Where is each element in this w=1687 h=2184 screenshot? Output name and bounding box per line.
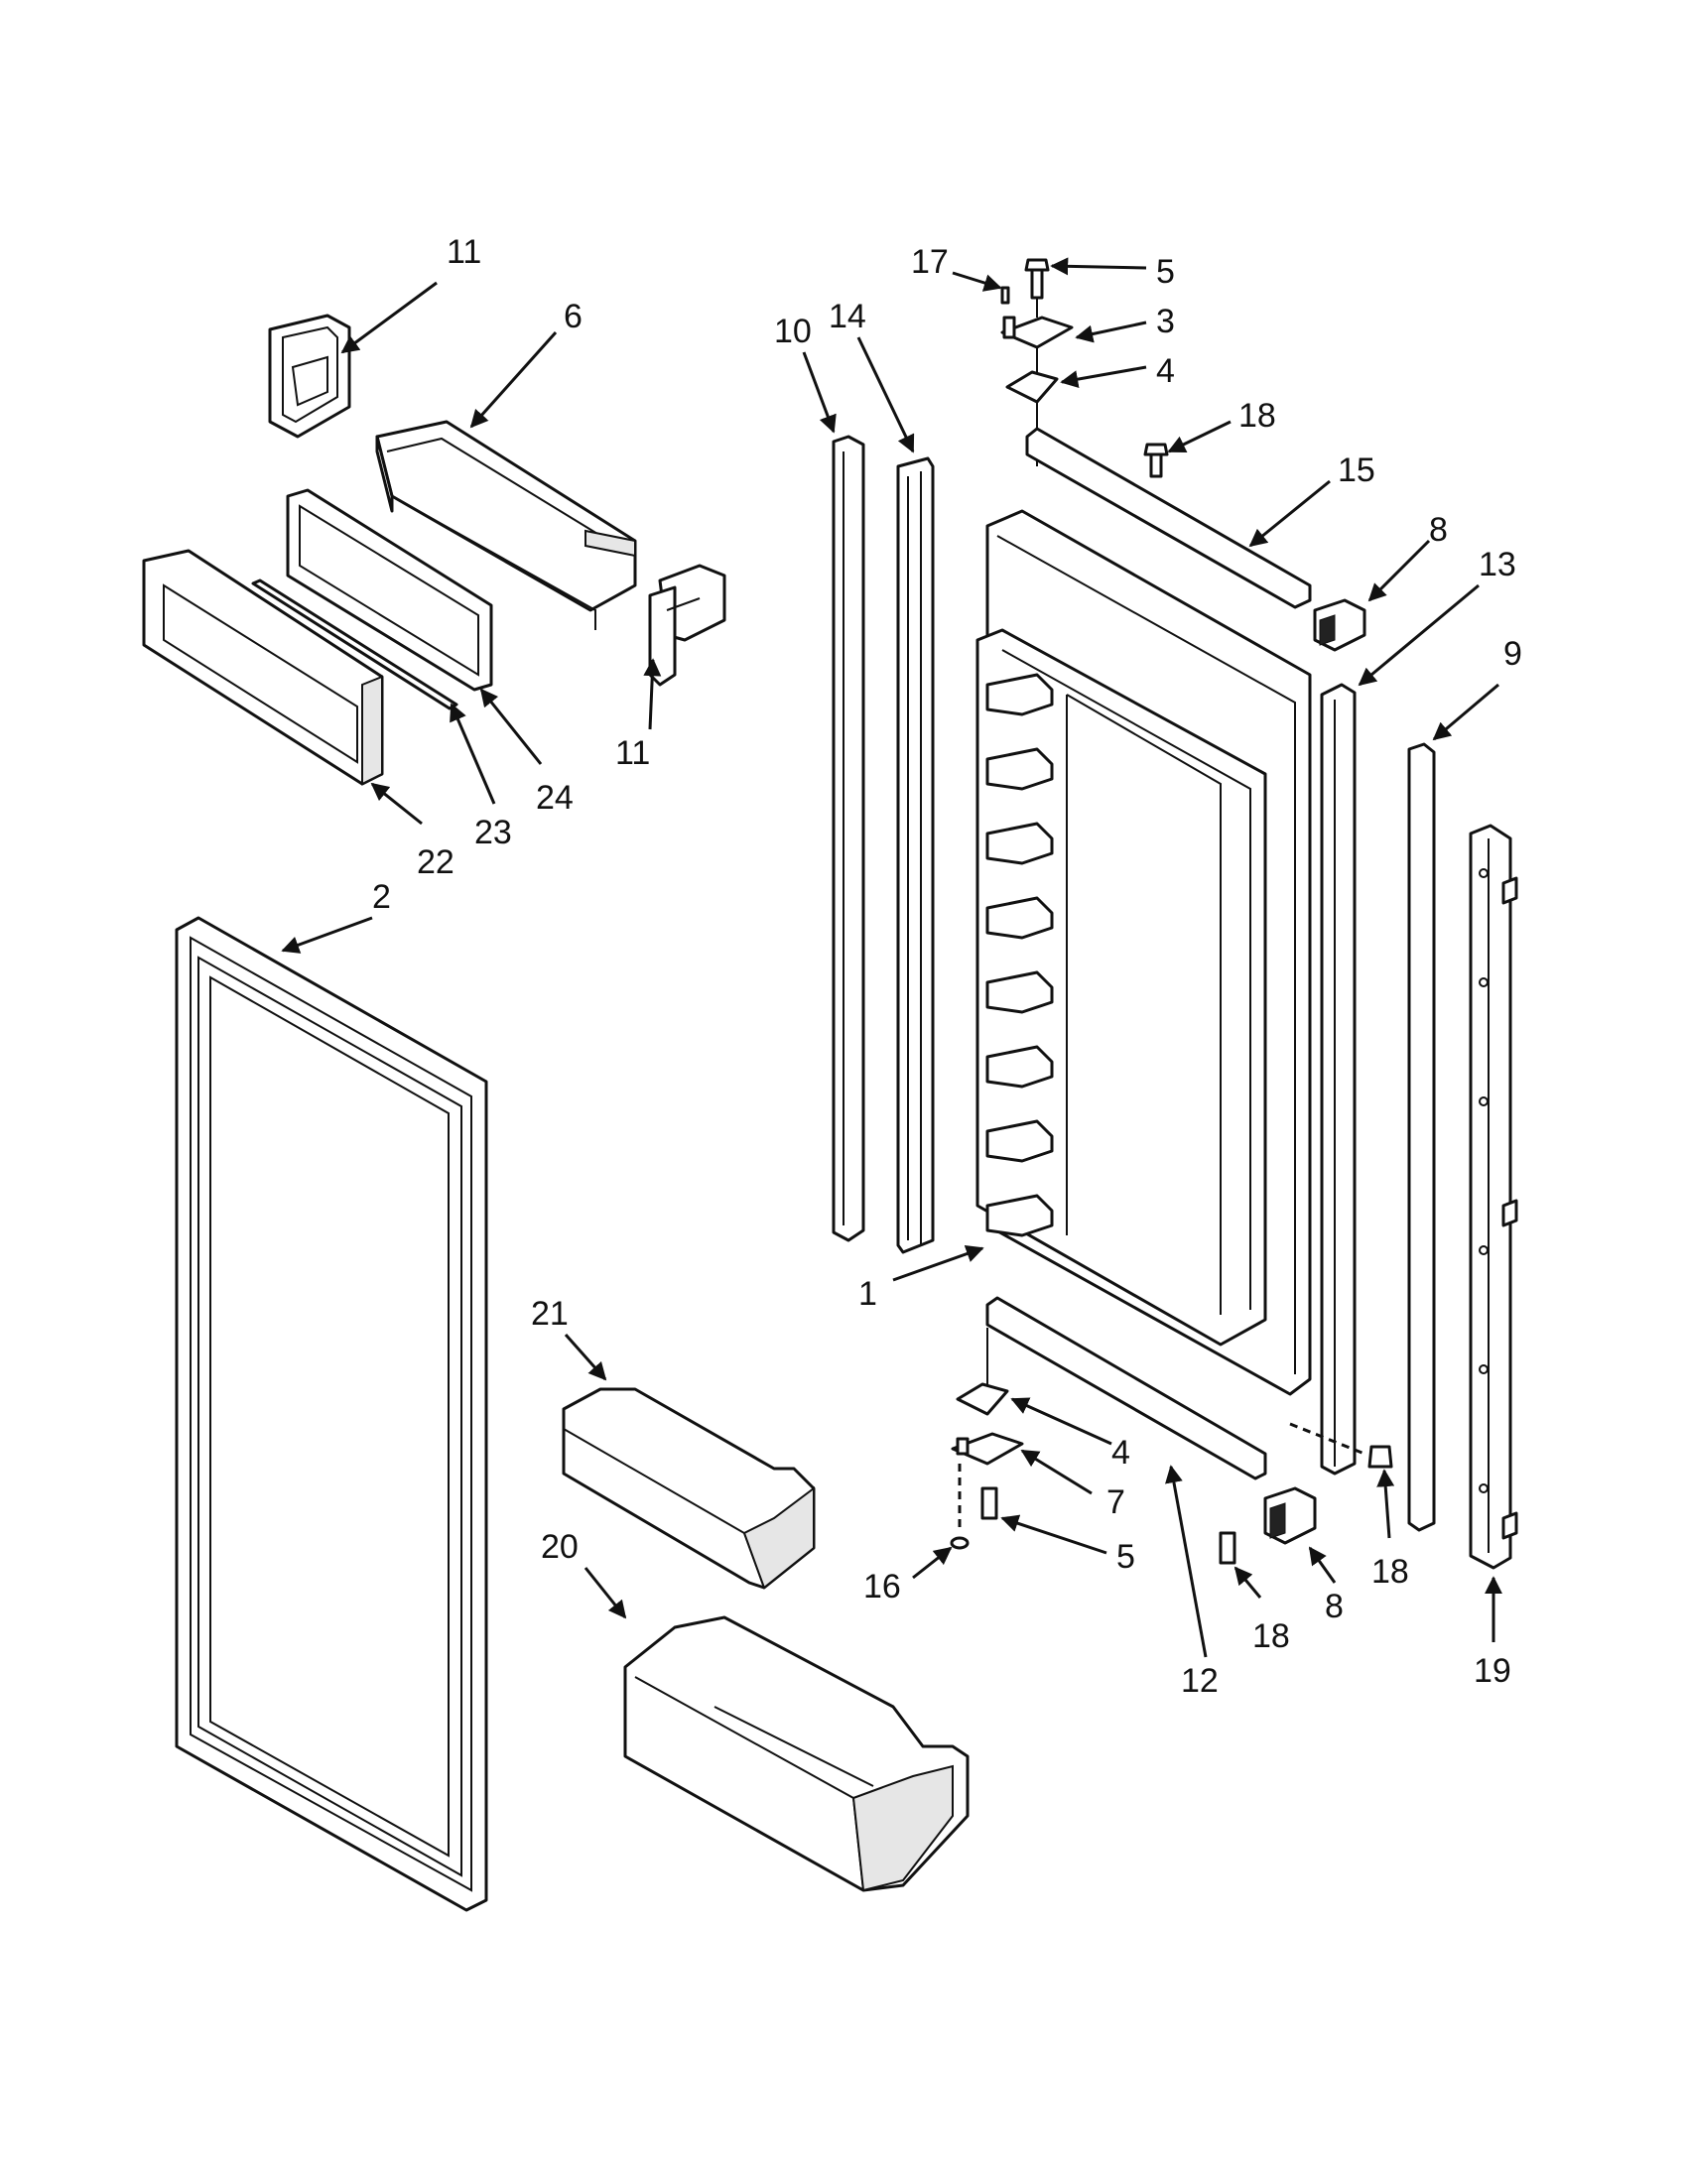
part-20-door-bin-large xyxy=(623,1615,970,1892)
callout-15: 15 xyxy=(1338,451,1375,489)
part-1-door-liner xyxy=(975,509,1312,1396)
part-5-screw-lower xyxy=(980,1486,998,1520)
callout-1: 1 xyxy=(858,1275,877,1313)
callout-5-upper: 5 xyxy=(1156,253,1175,291)
part-9-trim-strip xyxy=(1407,742,1436,1532)
part-21-door-bin-small xyxy=(562,1387,816,1590)
callout-22: 22 xyxy=(417,843,454,881)
part-17-pin xyxy=(1000,286,1010,305)
callout-19: 19 xyxy=(1474,1652,1511,1690)
callout-11-lower: 11 xyxy=(615,734,650,772)
part-2-door-gasket xyxy=(175,916,488,1912)
leader-lines xyxy=(281,257,1502,1658)
callout-21: 21 xyxy=(531,1295,569,1333)
callout-10: 10 xyxy=(774,313,812,350)
part-11-upper-bracket xyxy=(268,314,351,439)
callout-4-lower: 4 xyxy=(1111,1434,1130,1472)
callout-14: 14 xyxy=(829,298,866,335)
part-11-lower-bracket xyxy=(648,564,726,687)
callout-20: 20 xyxy=(541,1528,579,1566)
callout-16: 16 xyxy=(863,1568,901,1606)
callout-18-upper: 18 xyxy=(1238,397,1276,435)
callout-18-side: 18 xyxy=(1371,1553,1409,1591)
callout-4-upper: 4 xyxy=(1156,352,1175,390)
callout-17: 17 xyxy=(911,243,949,281)
part-22-drawer-front xyxy=(142,549,384,786)
callout-8-upper: 8 xyxy=(1429,511,1448,549)
part-18-screw-upper xyxy=(1143,443,1169,478)
callout-6: 6 xyxy=(564,298,583,335)
callout-9: 9 xyxy=(1503,635,1522,673)
callout-12: 12 xyxy=(1181,1662,1219,1700)
part-8-hinge-cover-upper xyxy=(1313,598,1366,652)
part-10-trim-strip xyxy=(832,435,865,1242)
part-3-hinge-plate xyxy=(1000,316,1074,349)
callout-3: 3 xyxy=(1156,303,1175,340)
callout-23: 23 xyxy=(474,814,512,851)
part-8-hinge-cover-lower xyxy=(1263,1486,1317,1545)
part-12-bottom-channel xyxy=(985,1296,1267,1480)
part-15-top-channel xyxy=(1025,427,1312,609)
part-18-screw-lower-mid xyxy=(1219,1531,1236,1565)
callout-13: 13 xyxy=(1479,546,1516,583)
liner-shelf-clips xyxy=(985,673,1054,1237)
callout-7: 7 xyxy=(1106,1483,1125,1521)
part-24-drawer-frame xyxy=(286,488,493,692)
part-13-side-channel xyxy=(1320,683,1357,1476)
part-4-shim-upper xyxy=(1005,370,1059,404)
part-16-washer xyxy=(950,1536,970,1550)
callout-2: 2 xyxy=(372,878,391,916)
callout-24: 24 xyxy=(536,779,574,817)
callouts: 11 6 24 23 22 11 2 21 20 10 14 17 5 3 4 … xyxy=(372,233,1522,1700)
part-19-side-rail xyxy=(1469,824,1518,1570)
part-14-channel xyxy=(896,456,935,1254)
part-4-shim-lower xyxy=(956,1382,1009,1416)
part-18-screw-side xyxy=(1367,1445,1393,1469)
callout-5-lower: 5 xyxy=(1116,1538,1135,1576)
callout-11-upper: 11 xyxy=(447,233,481,271)
callout-18-lower-mid: 18 xyxy=(1252,1617,1290,1655)
part-5-screw-upper xyxy=(1024,258,1050,300)
callout-8-lower: 8 xyxy=(1325,1588,1344,1625)
part-7-hinge-plate-lower xyxy=(951,1432,1024,1466)
part-6-drawer-bin xyxy=(375,420,637,630)
